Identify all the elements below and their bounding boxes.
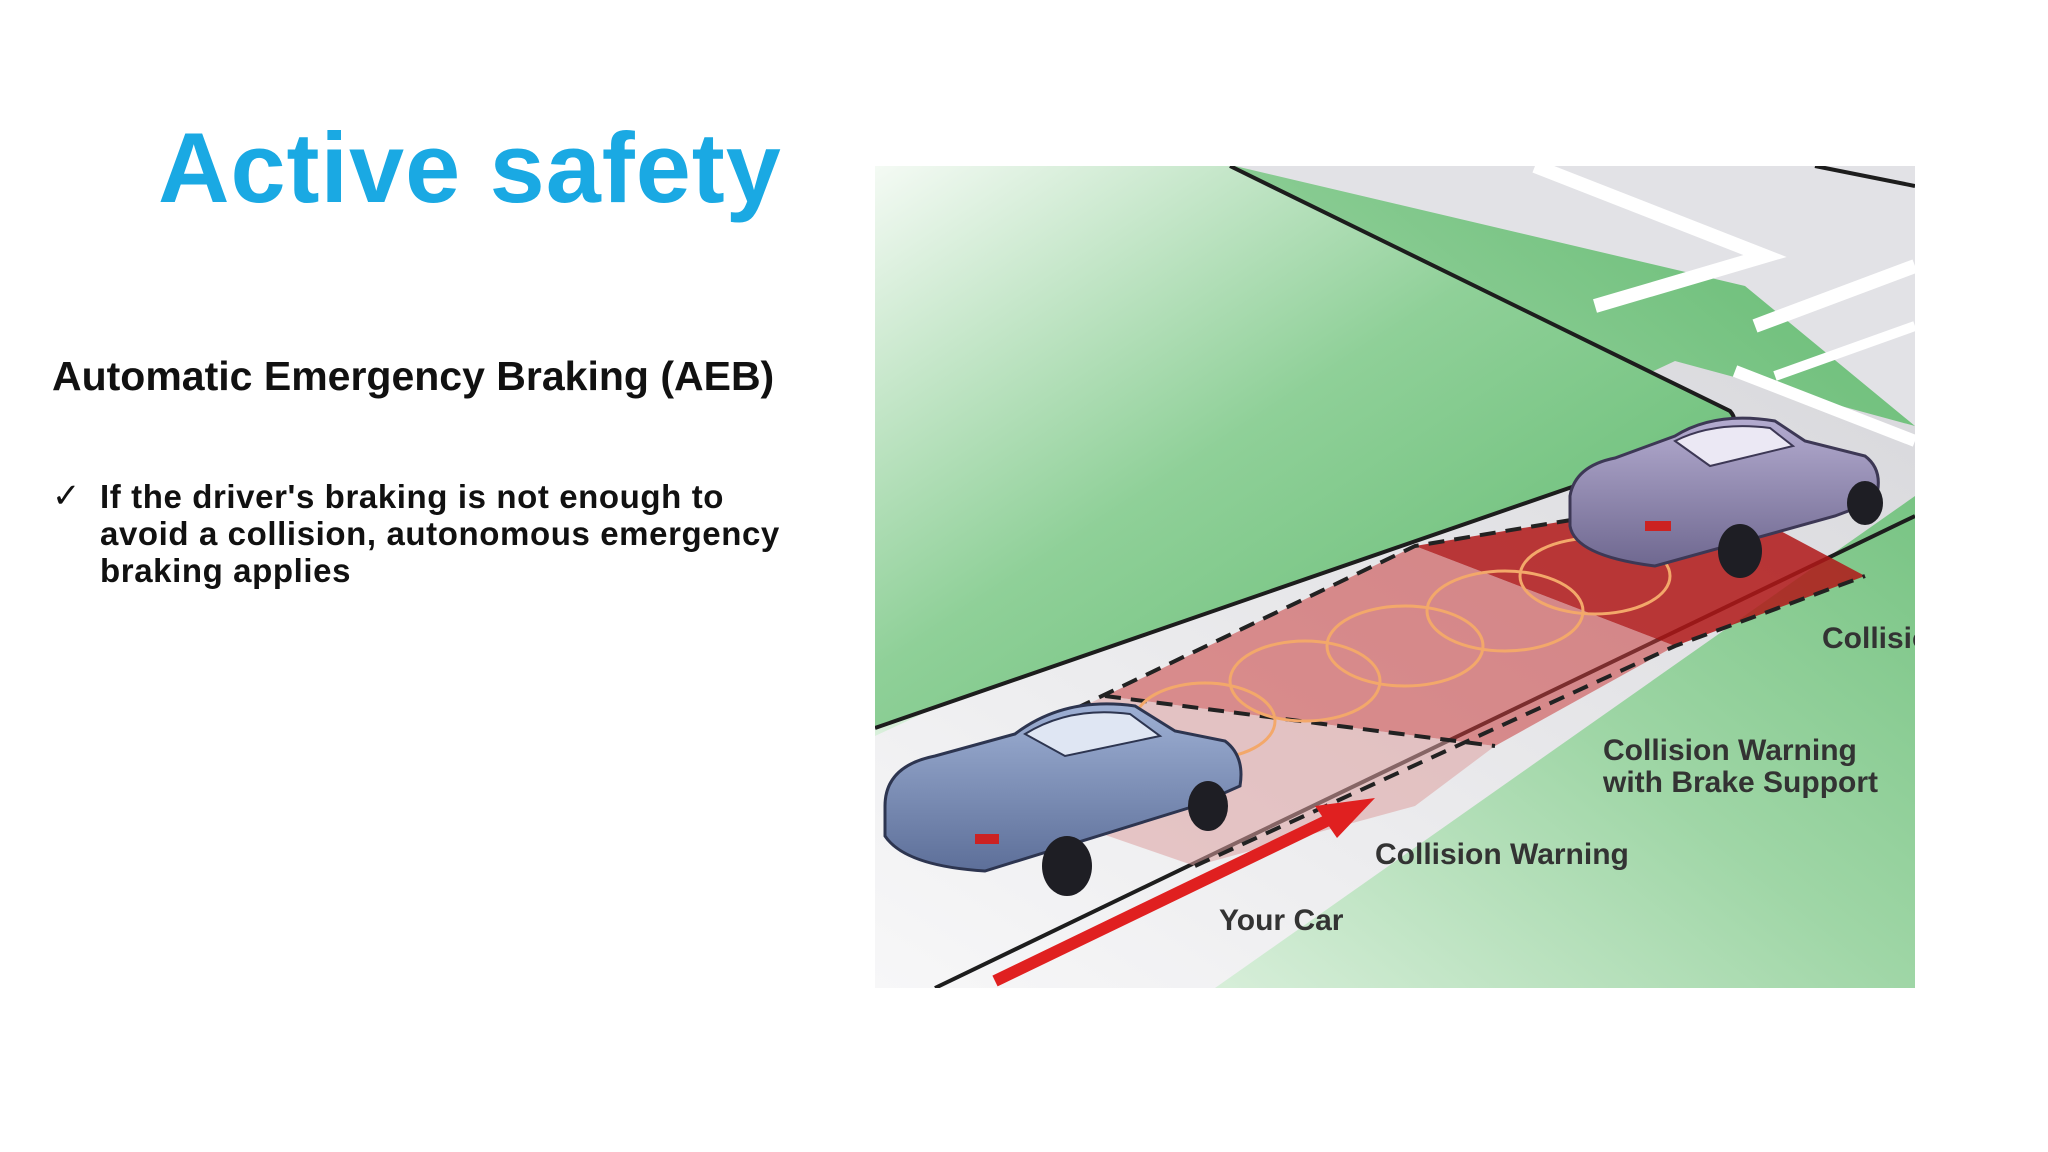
crosswalk <box>1532 166 1787 313</box>
grass-block <box>875 166 1735 728</box>
label-warning: Collision Warning <box>1375 838 1629 871</box>
checkmark-icon: ✓ <box>52 477 81 515</box>
label-your-car: Your Car <box>1219 904 1344 937</box>
label-collision: Collisio <box>1822 622 1915 655</box>
label-warning-brake-2: with Brake Support <box>1602 766 1878 799</box>
bullet-line: avoid a collision, autonomous emergency <box>100 515 780 552</box>
bullet-text: If the driver's braking is not enough to… <box>100 478 780 589</box>
cross-street <box>1235 166 1915 426</box>
slide-title: Active safety <box>158 112 782 223</box>
bullet-list: ✓ If the driver's braking is not enough … <box>52 477 832 590</box>
slide-subtitle: Automatic Emergency Braking (AEB) <box>52 353 775 399</box>
bullet-item: ✓ If the driver's braking is not enough … <box>52 477 832 590</box>
bullet-line: braking applies <box>100 552 352 589</box>
bullet-line: If the driver's braking is not enough to <box>100 478 725 515</box>
aeb-illustration: Collisio Collision Warning with Brake Su… <box>875 166 1915 988</box>
your-car <box>883 702 1243 896</box>
direction-arrow <box>992 806 1348 987</box>
front-car <box>1568 416 1883 578</box>
label-warning-brake-1: Collision Warning <box>1603 734 1857 767</box>
